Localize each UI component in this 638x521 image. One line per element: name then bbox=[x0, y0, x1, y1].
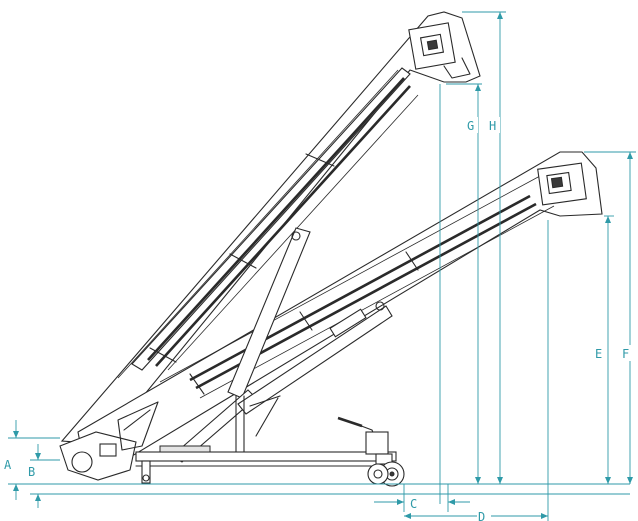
dim-label-a: A bbox=[4, 458, 12, 472]
dim-label-f: F bbox=[622, 347, 629, 361]
dim-label-c: C bbox=[410, 497, 417, 511]
chassis-beam bbox=[135, 451, 397, 462]
chassis bbox=[135, 416, 405, 487]
lower-conveyor bbox=[59, 151, 603, 481]
dim-label-h: H bbox=[489, 119, 496, 133]
dimension-labels: A B C D E F G H bbox=[3, 117, 633, 521]
tail-hopper bbox=[59, 431, 137, 481]
upper-conveyor bbox=[60, 11, 481, 445]
strut-upper bbox=[227, 227, 311, 399]
dim-label-b: B bbox=[28, 465, 35, 479]
dim-label-d: D bbox=[478, 510, 485, 521]
dim-label-e: E bbox=[595, 347, 602, 361]
lift-struts bbox=[171, 227, 393, 463]
dim-label-g: G bbox=[467, 119, 474, 133]
upper-conveyor-rail bbox=[131, 67, 411, 371]
lift-cylinder bbox=[237, 305, 393, 415]
dimension-lines bbox=[8, 11, 636, 521]
